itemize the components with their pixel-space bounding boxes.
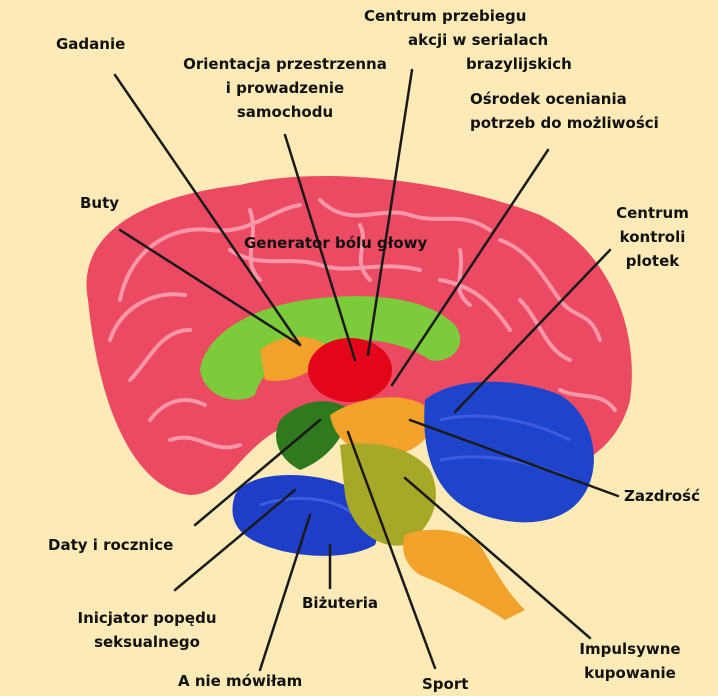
midbrain-orange — [330, 397, 433, 456]
spinal-stem — [403, 529, 525, 620]
line-inicjator — [173, 488, 297, 592]
line-orientacja — [283, 133, 357, 362]
line-centrum-przebiegu — [366, 68, 414, 357]
brainstem — [340, 443, 436, 546]
line-buty — [118, 228, 302, 347]
line-impulsywne — [403, 476, 592, 640]
label-generator: Generator bólu głowy — [244, 234, 428, 252]
label-a-nie-mowilam: A nie mówiłam — [178, 672, 303, 690]
label-buty: Buty — [80, 194, 120, 212]
line-gadanie — [113, 73, 302, 347]
thalamus — [308, 338, 392, 402]
line-daty — [193, 418, 322, 527]
label-orientacja: Orientacja przestrzenna i prowadzenie sa… — [183, 55, 387, 121]
label-sport: Sport — [422, 675, 469, 693]
label-inicjator: Inicjator popędu seksualnego — [77, 609, 217, 651]
label-zazdrosc: Zazdrość — [624, 487, 700, 505]
label-osrodek: Ośrodek oceniania potrzeb do możliwości — [470, 90, 659, 132]
caudate — [260, 336, 330, 381]
label-bizuteria: Biżuteria — [302, 594, 378, 612]
label-daty: Daty i rocznice — [48, 536, 174, 554]
line-sport — [346, 430, 437, 670]
temporal-region — [232, 475, 378, 556]
line-osrodek — [390, 148, 550, 387]
cortex-folds — [108, 198, 617, 450]
label-centrum-przebiegu: Centrum przebiegu akcji w serialach braz… — [364, 7, 572, 73]
leader-lines — [113, 68, 620, 672]
line-a-nie-mowilam — [258, 513, 312, 672]
label-impulsywne: Impulsywne kupowanie — [579, 640, 681, 682]
line-zazdrosc — [408, 418, 620, 498]
line-plotki — [453, 248, 612, 414]
cerebellum — [424, 381, 594, 523]
label-plotki: Centrum kontroli plotek — [616, 204, 689, 270]
label-gadanie: Gadanie — [56, 35, 126, 53]
